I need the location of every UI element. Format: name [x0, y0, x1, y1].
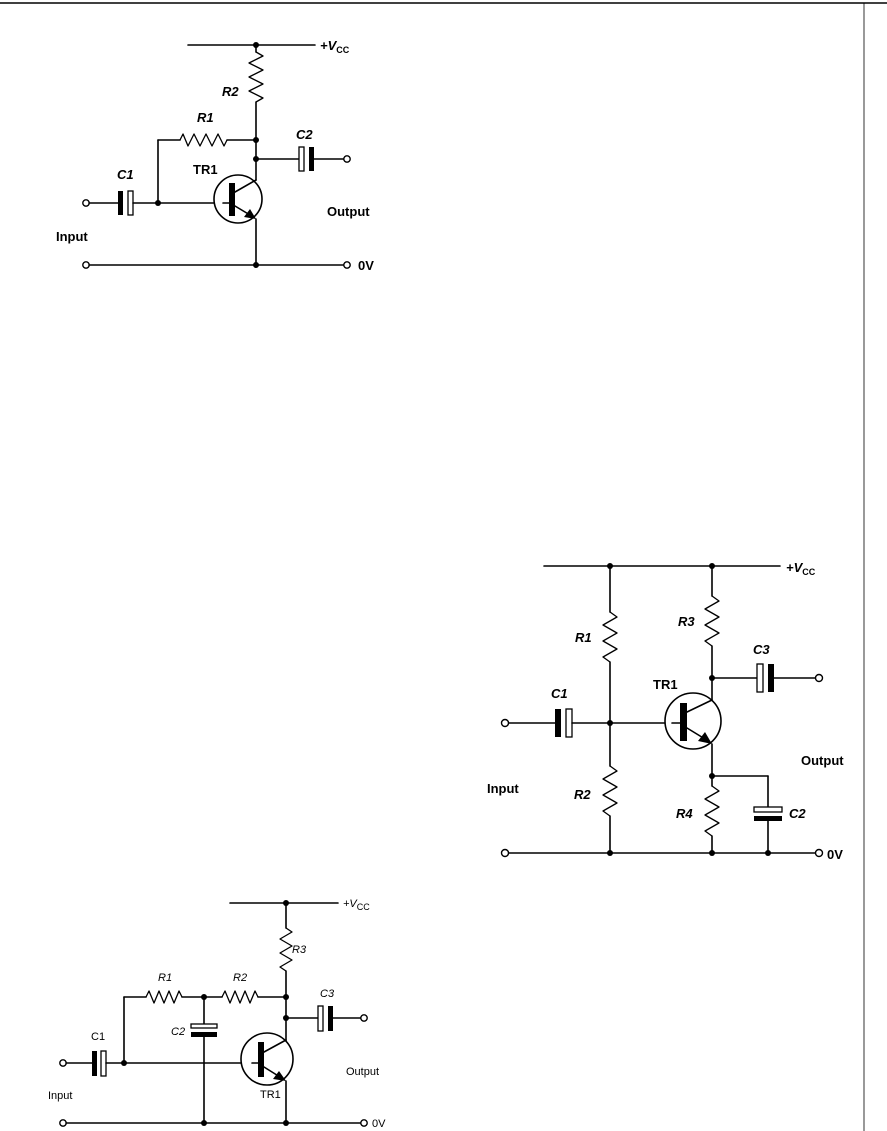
ground-label: 0V: [372, 1118, 386, 1130]
vcc-label: +VCC: [343, 898, 370, 912]
output-label: Output: [346, 1066, 379, 1078]
resistor-r4: [704, 785, 720, 854]
r1-label: R1: [197, 110, 214, 125]
input-label: Input: [487, 781, 519, 796]
r3-label: R3: [292, 944, 307, 956]
ground-label: 0V: [358, 258, 374, 273]
resistor-r2: [602, 765, 618, 854]
r3-label: R3: [678, 614, 695, 629]
capacitor-c1: [82, 190, 224, 216]
ground-label: 0V: [827, 847, 843, 862]
capacitor-c1: [59, 1050, 253, 1077]
circuit-3: +VCC R3 R1 R2 C3 C2 C1 Output Input TR1 …: [48, 898, 386, 1130]
input-label: Input: [56, 229, 88, 244]
output-label: Output: [327, 204, 370, 219]
resistor-r1: [123, 990, 223, 1064]
resistor-r3: [704, 565, 720, 701]
tr1-label: TR1: [653, 677, 678, 692]
capacitor-c2: [711, 775, 783, 854]
transistor-tr1: [213, 174, 263, 266]
c3-label: C3: [320, 988, 335, 1000]
r1-label: R1: [575, 630, 592, 645]
input-label: Input: [48, 1090, 72, 1102]
vcc-label: +VCC: [786, 560, 816, 577]
capacitor-c2: [190, 996, 218, 1124]
c1-label: C1: [551, 686, 568, 701]
c2-label: C2: [171, 1026, 185, 1038]
r2-label: R2: [222, 84, 239, 99]
c1-label: C1: [91, 1031, 105, 1043]
resistor-r1: [602, 565, 618, 767]
transistor-tr1: [240, 1032, 294, 1124]
resistor-r2: [221, 990, 287, 1004]
capacitor-c1: [500, 708, 673, 738]
circuit-2: +VCC R1 R3 C3 TR1 C1 Output Input R2 R4 …: [487, 560, 844, 862]
c3-label: C3: [753, 642, 770, 657]
vcc-label: +VCC: [320, 38, 350, 55]
r4-label: R4: [676, 806, 693, 821]
resistor-r1: [157, 133, 257, 204]
r1-label: R1: [158, 972, 172, 984]
capacitor-c3: [285, 1005, 368, 1032]
c2-label: C2: [296, 127, 313, 142]
output-label: Output: [801, 753, 844, 768]
circuit-1: +VCC R2 R1 C2 C1 TR1 Output Input 0V: [56, 38, 374, 273]
tr1-label: TR1: [260, 1089, 281, 1101]
r2-label: R2: [233, 972, 247, 984]
resistor-r3: [279, 902, 293, 1049]
transistor-tr1: [664, 692, 722, 787]
tr1-label: TR1: [193, 162, 218, 177]
c2-label: C2: [789, 806, 806, 821]
capacitor-c3: [711, 663, 824, 693]
r2-label: R2: [574, 787, 591, 802]
resistor-r2: [248, 44, 264, 141]
c1-label: C1: [117, 167, 134, 182]
capacitor-c2: [255, 146, 351, 172]
